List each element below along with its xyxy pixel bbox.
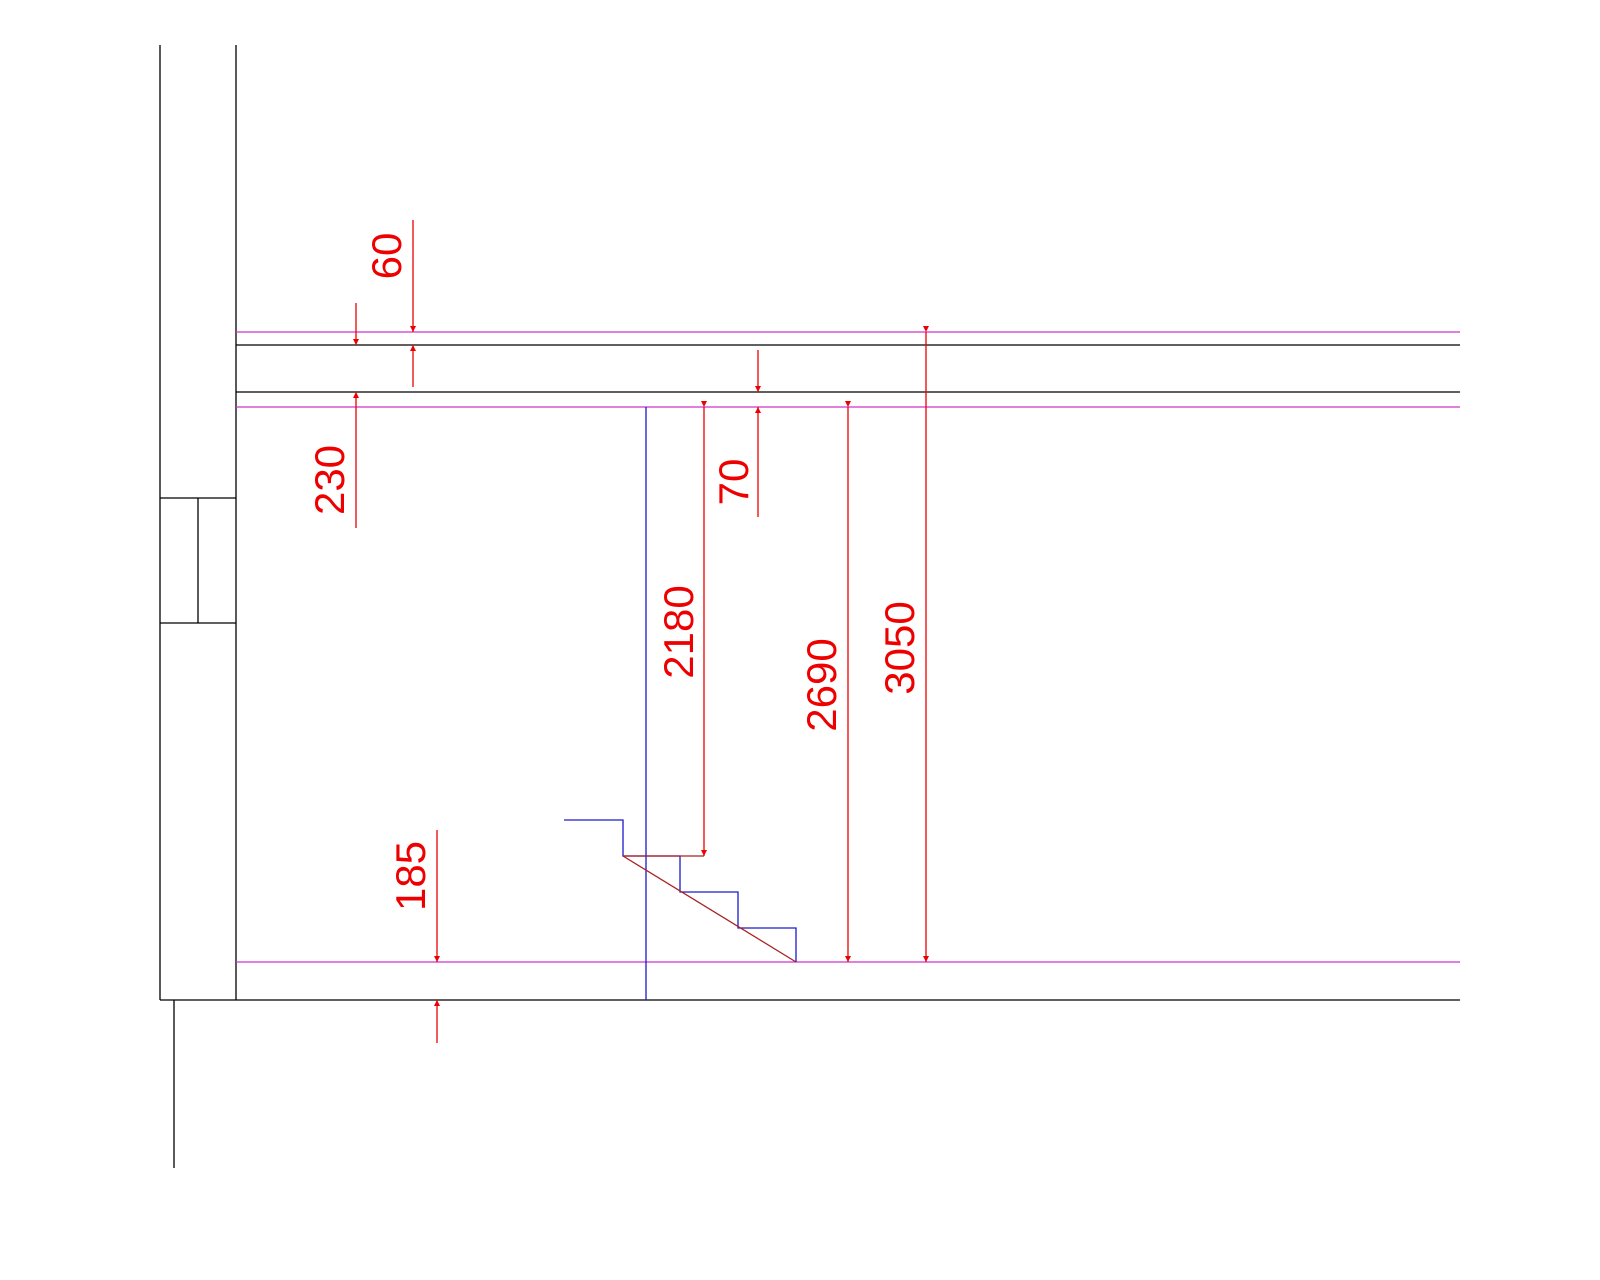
dim-label-60: 60: [363, 233, 410, 280]
dim-label-2690: 2690: [798, 638, 845, 731]
stair-steps: [564, 819, 797, 962]
dimension-labels: 60 230 70 2180 2690 3050 185: [306, 233, 923, 911]
dim-label-2180: 2180: [655, 585, 702, 678]
dimension-lines: [353, 220, 929, 1043]
dim-label-70: 70: [710, 459, 757, 506]
stair-slope-line: [622, 855, 797, 963]
dim-label-230: 230: [306, 445, 353, 515]
stair-slope: [622, 855, 797, 963]
dim-label-185: 185: [387, 841, 434, 911]
stair: [564, 407, 797, 1000]
dim-label-3050: 3050: [876, 601, 923, 694]
wall-structure: [159, 45, 1460, 1168]
